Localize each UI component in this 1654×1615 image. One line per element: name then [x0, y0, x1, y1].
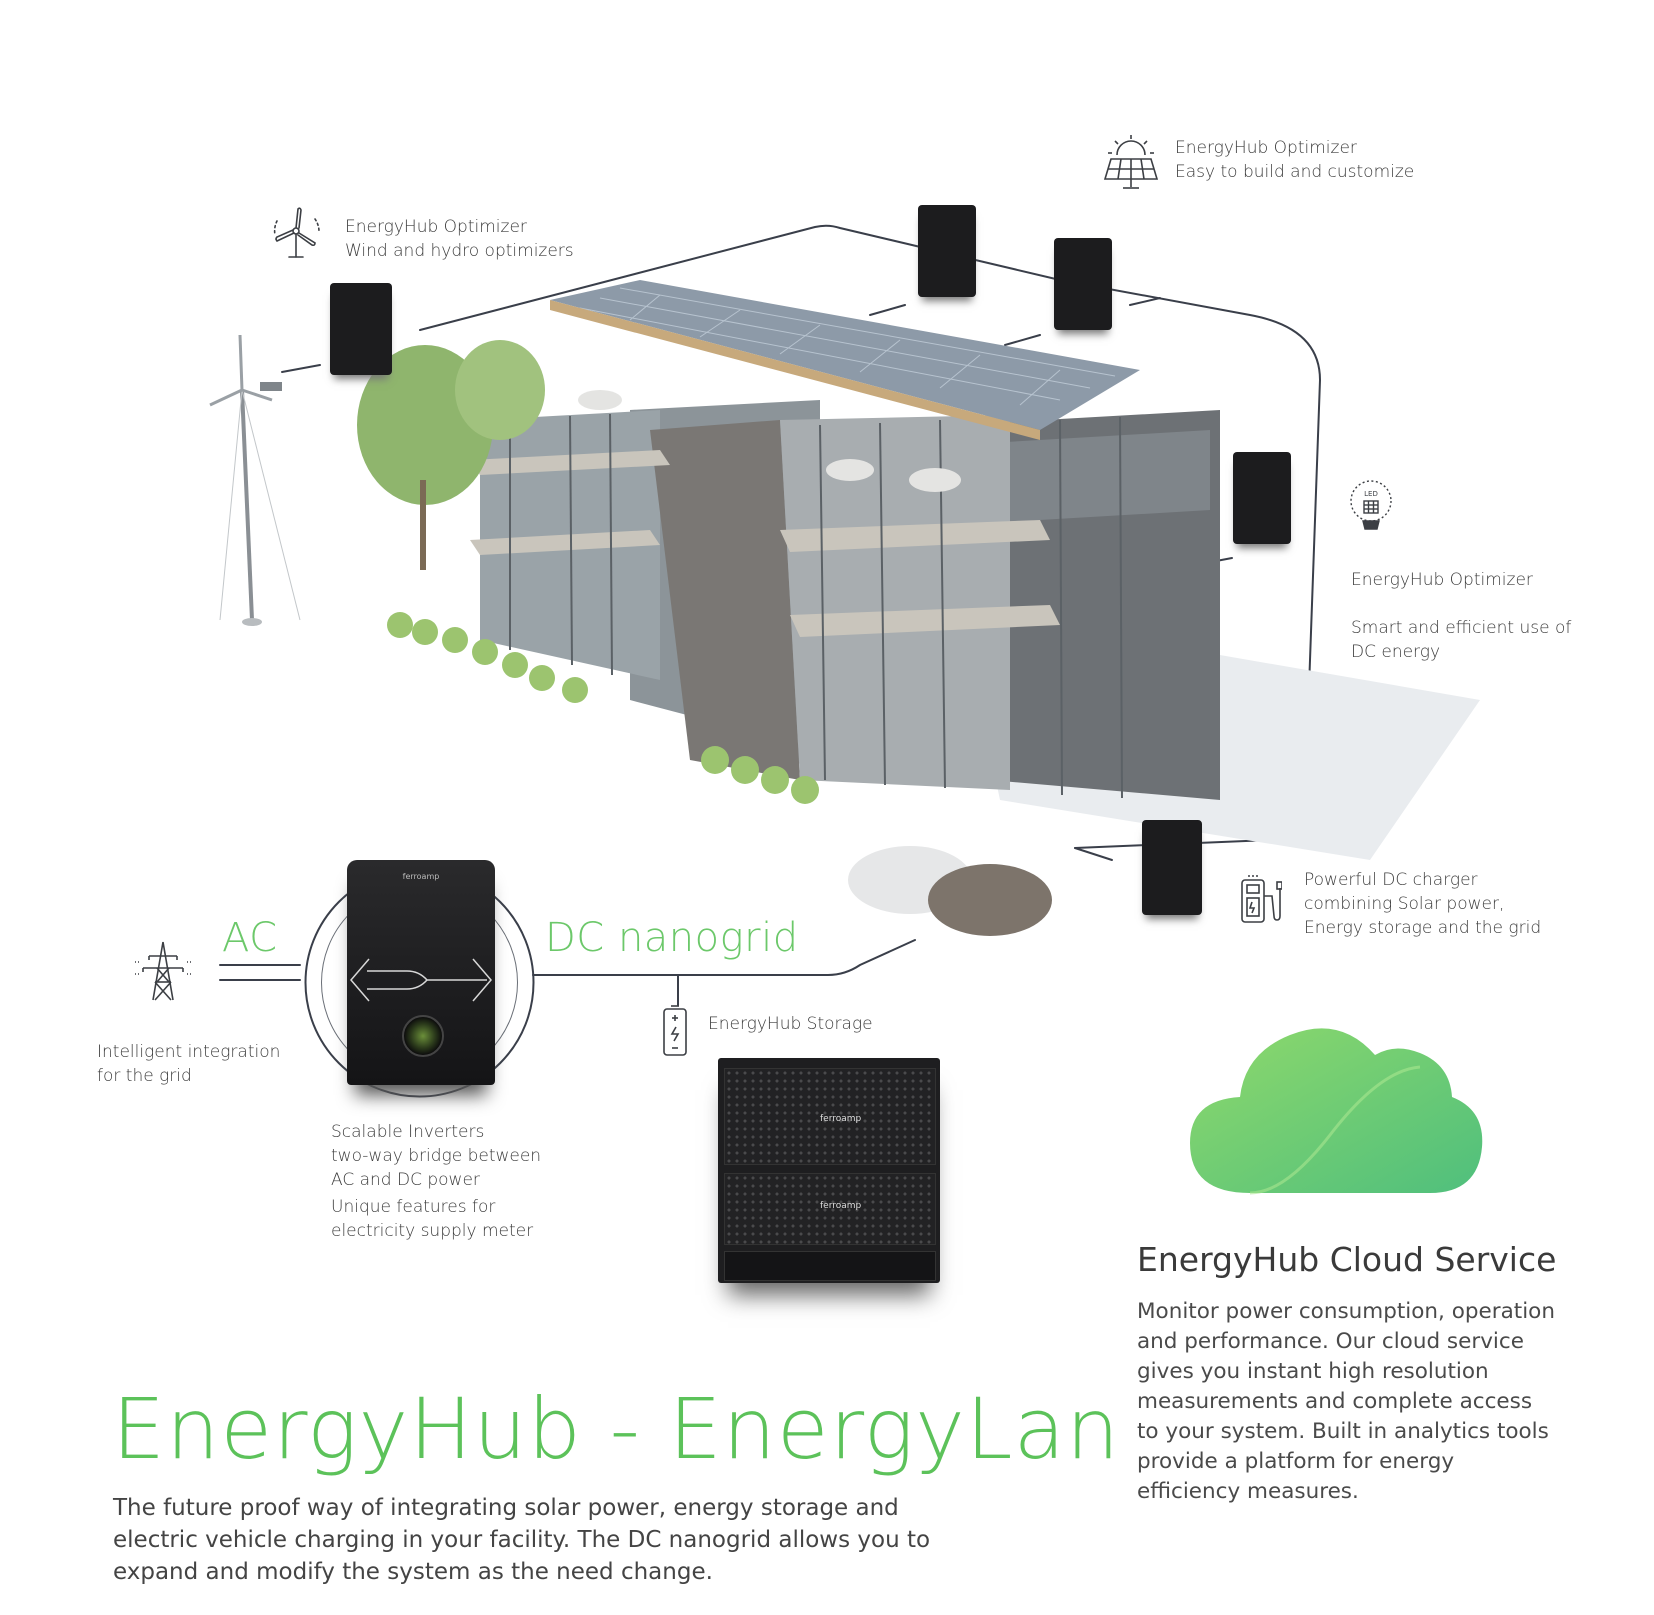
bidirectional-arrow-icon — [350, 958, 492, 1002]
led-bulb-icon: LED — [1350, 480, 1392, 530]
building-illustration — [357, 280, 1480, 936]
led-optimizer-label: EnergyHub Optimizer Smart and efficient … — [1351, 544, 1571, 688]
battery-icon — [663, 1005, 687, 1056]
solar-optimizer-label: EnergyHub Optimizer Easy to build and cu… — [1175, 136, 1414, 184]
storage-module-2: ferroamp — [724, 1173, 936, 1245]
storage-brand-1: ferroamp — [820, 1114, 862, 1124]
wind-optimizer-subtitle: Wind and hydro optimizers — [345, 241, 574, 261]
inverter-meter-label: Unique features for electricity supply m… — [331, 1197, 534, 1241]
grid-integration-label: Intelligent integration for the grid — [97, 1042, 281, 1086]
storage-module-1: ferroamp — [724, 1068, 936, 1165]
solar-panel-icon — [1103, 135, 1159, 189]
cloud-service-title: EnergyHub Cloud Service — [1137, 1240, 1557, 1279]
solar-optimizer-subtitle: Easy to build and customize — [1175, 162, 1415, 182]
inverter-label: Scalable Inverters two-way bridge betwee… — [331, 1122, 542, 1190]
ac-label: AC — [222, 915, 278, 961]
optimizer-roof-device-1 — [918, 205, 976, 297]
optimizer-roof-device-2 — [1054, 238, 1112, 330]
wind-optimizer-title: EnergyHub Optimizer — [345, 217, 527, 237]
led-optimizer-subtitle: Smart and efficient use of DC energy — [1351, 618, 1572, 662]
power-pylon-icon — [135, 941, 191, 1001]
wind-optimizer-label: EnergyHub Optimizer Wind and hydro optim… — [345, 215, 574, 263]
storage-brand-2: ferroamp — [820, 1201, 862, 1211]
wind-turbine-icon — [273, 207, 320, 258]
dc-nanogrid-label: DC nanogrid — [545, 915, 799, 961]
storage-base-module — [724, 1251, 936, 1281]
page-intro: The future proof way of integrating sola… — [113, 1495, 931, 1585]
page-headline: EnergyHub - EnergyLan — [112, 1380, 1121, 1478]
inverter-brand: ferroamp — [402, 872, 440, 881]
cloud-service-description: Monitor power consumption, operation and… — [1137, 1299, 1555, 1504]
led-icon-text: LED — [1364, 490, 1378, 498]
led-optimizer-title: EnergyHub Optimizer — [1351, 570, 1533, 590]
scalable-inverter-device: ferroamp — [347, 860, 495, 1085]
inverter-display — [402, 1015, 444, 1057]
energyhub-storage-device: ferroamp ferroamp — [718, 1058, 940, 1283]
cloud-icon — [1190, 1028, 1483, 1195]
charger-device — [1142, 820, 1202, 915]
wind-turbine — [209, 334, 301, 626]
solar-optimizer-title: EnergyHub Optimizer — [1175, 138, 1357, 158]
storage-label: EnergyHub Storage — [708, 1014, 873, 1034]
optimizer-led-device — [1233, 452, 1291, 544]
charger-label: Powerful DC charger combining Solar powe… — [1304, 870, 1542, 938]
ev-charger-icon — [1241, 875, 1282, 923]
optimizer-wind-device — [330, 283, 392, 375]
